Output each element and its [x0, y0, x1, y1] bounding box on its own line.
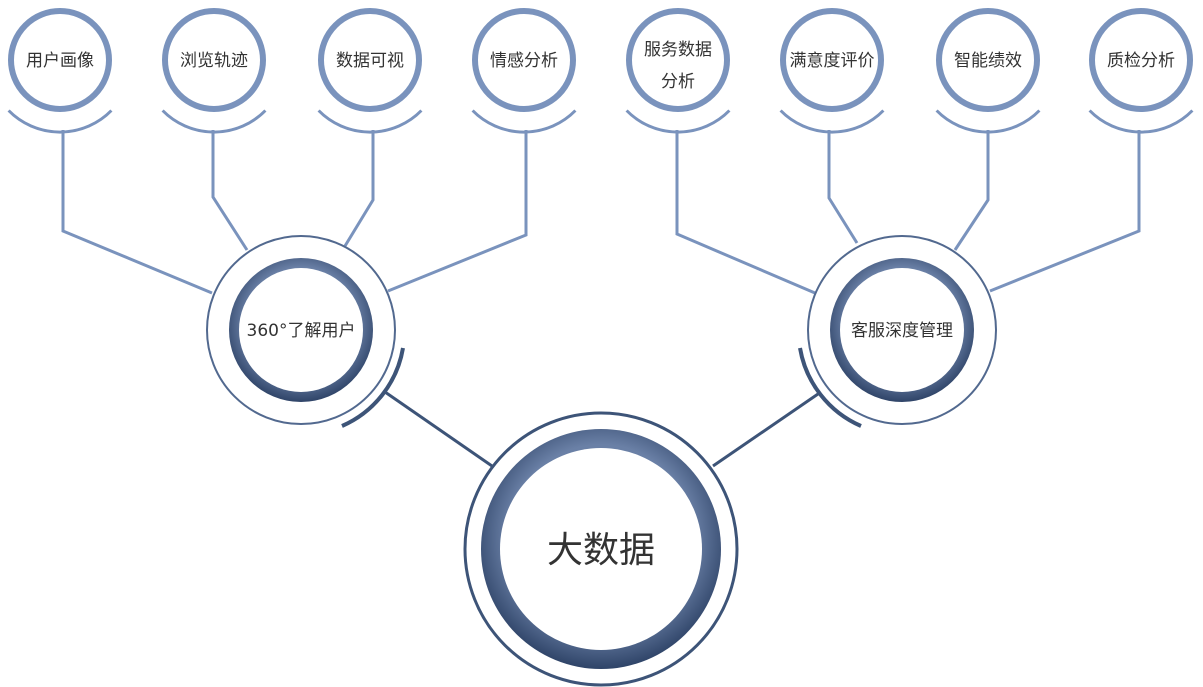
leaf-label-line: 满意度评价	[790, 51, 875, 71]
leaf-arc-accent	[471, 109, 577, 134]
connector-root-branch-2	[712, 392, 819, 468]
root-label: 大数据	[547, 530, 655, 571]
root-node: 大数据	[463, 411, 739, 687]
leaf-node: 数据可视	[317, 8, 423, 134]
connector-leaf-7	[953, 130, 990, 251]
connector-leaf-6	[827, 130, 859, 244]
leaf-arc-accent	[779, 109, 885, 134]
leaf-node: 服务数据分析	[625, 8, 731, 134]
svg-text:浏览轨迹: 浏览轨迹	[180, 51, 248, 71]
svg-text:质检分析: 质检分析	[1107, 51, 1175, 71]
connector-root-branch-1	[384, 390, 493, 468]
branch-inner-face	[840, 268, 964, 392]
connector-leaf-8	[989, 130, 1141, 293]
svg-text:用户画像: 用户画像	[26, 51, 94, 71]
leaf-label-line: 分析	[661, 72, 695, 92]
leaf-arc-accent	[7, 109, 113, 134]
branch-outer-ring	[206, 235, 396, 425]
connector-leaf-1	[61, 130, 213, 295]
root-connectors	[384, 390, 819, 468]
branch-inner-face	[239, 268, 363, 392]
leaf-arc-accent	[161, 109, 267, 134]
branch-arc-accent	[798, 347, 862, 428]
leaf-arc-accent	[935, 109, 1041, 134]
branch-node-service-management: 客服深度管理	[798, 235, 997, 428]
svg-text:情感分析: 情感分析	[490, 51, 558, 71]
root-inner-face	[500, 448, 702, 650]
connector-leaf-3	[343, 130, 375, 247]
branch-label: 客服深度管理	[851, 321, 953, 341]
leaf-node: 浏览轨迹	[161, 8, 267, 134]
connector-leaf-4	[387, 130, 528, 293]
leaf-label-line: 质检分析	[1107, 51, 1175, 71]
svg-text:满意度评价: 满意度评价	[790, 51, 875, 71]
connector-leaf-5	[675, 130, 816, 295]
leaf-label-line: 数据可视	[336, 51, 404, 71]
leaf-label-line: 情感分析	[490, 51, 558, 71]
svg-text:服务数据分析: 服务数据分析	[644, 40, 712, 92]
branch-arc-accent	[341, 347, 405, 428]
leaf-node: 质检分析	[1088, 8, 1194, 134]
leaf-connectors	[61, 130, 1141, 295]
leaf-label-line: 浏览轨迹	[180, 51, 248, 71]
leaf-arc-accent	[317, 109, 423, 134]
svg-text:数据可视: 数据可视	[336, 51, 404, 71]
leaf-node: 智能绩效	[935, 8, 1041, 134]
leaf-label-line: 服务数据	[644, 40, 712, 60]
leaf-node: 满意度评价	[779, 8, 885, 134]
branch-node-user-insight: 360°了解用户	[206, 235, 405, 428]
branch-outer-ring	[807, 235, 997, 425]
leaf-label-line: 智能绩效	[954, 51, 1022, 71]
leaf-nodes: 用户画像 浏览轨迹 数据可视 情感分析 服务数据分析 满意度评价	[7, 8, 1194, 134]
leaf-arc-accent	[625, 109, 731, 134]
svg-text:智能绩效: 智能绩效	[954, 51, 1022, 71]
leaf-arc-accent	[1088, 109, 1194, 134]
leaf-label-line: 用户画像	[26, 51, 94, 71]
leaf-node: 用户画像	[7, 8, 113, 134]
leaf-node: 情感分析	[471, 8, 577, 134]
branch-label: 360°了解用户	[247, 321, 356, 341]
connector-leaf-2	[211, 130, 249, 251]
